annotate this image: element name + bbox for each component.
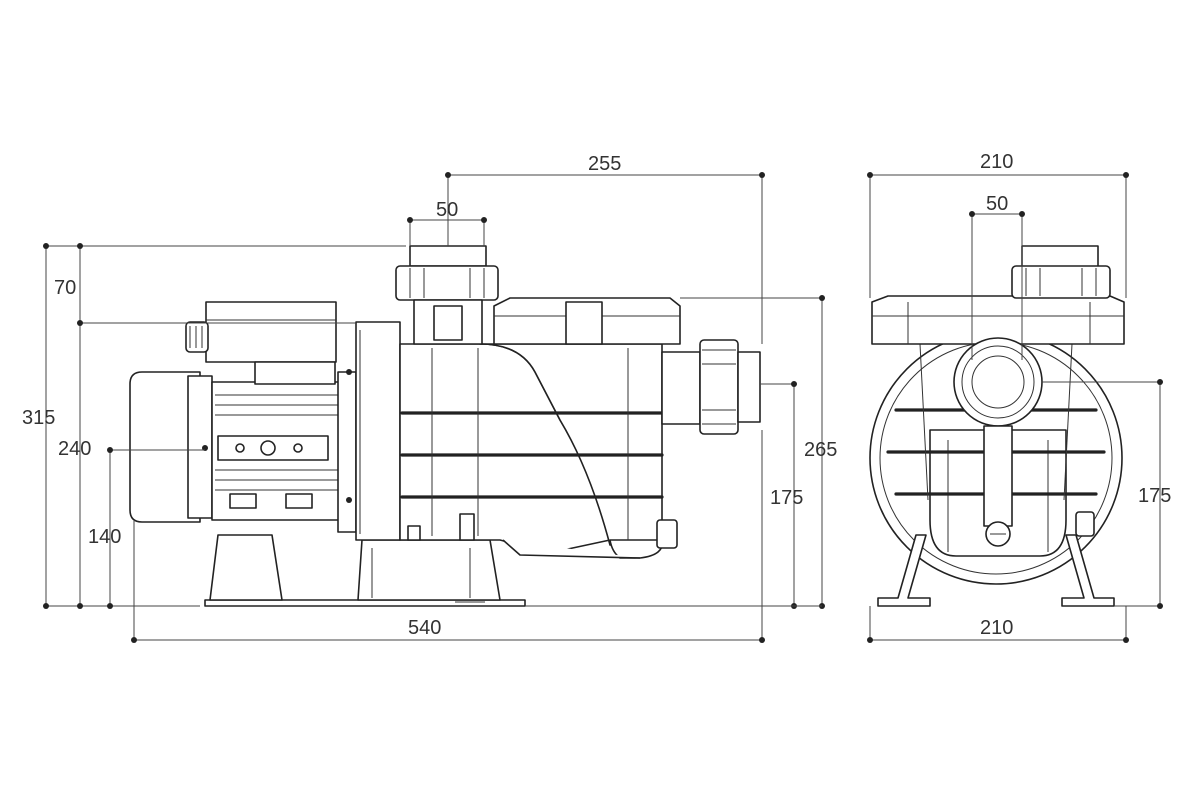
outlet-union (661, 339, 761, 435)
pump-flange (346, 321, 401, 541)
dim-shaft-height: 140 (88, 526, 121, 548)
dim-overall-height: 315 (22, 407, 55, 429)
front-view-dimensions (867, 172, 1163, 643)
motor (129, 371, 357, 533)
dim-inlet-diameter: 50 (436, 199, 458, 221)
pump-housing (399, 343, 678, 559)
front-view (869, 245, 1125, 607)
pump-base (204, 534, 526, 607)
dim-basket-height: 265 (804, 439, 837, 461)
dim-front-base-width: 210 (980, 617, 1013, 639)
dim-front-outlet-height: 175 (1138, 485, 1171, 507)
dim-front-top-width: 210 (980, 151, 1013, 173)
dim-total-length: 540 (408, 617, 441, 639)
inlet-union (395, 245, 499, 345)
dim-inlet-height: 70 (54, 277, 76, 299)
terminal-box (185, 301, 337, 385)
side-view-dimensions (43, 172, 825, 643)
dim-outlet-offset: 255 (588, 153, 621, 175)
dim-motor-body-height: 240 (58, 438, 91, 460)
dim-outlet-height: 175 (770, 487, 803, 509)
side-view (129, 245, 761, 607)
strainer-lid (493, 297, 681, 345)
dim-front-inlet-diameter: 50 (986, 193, 1008, 215)
